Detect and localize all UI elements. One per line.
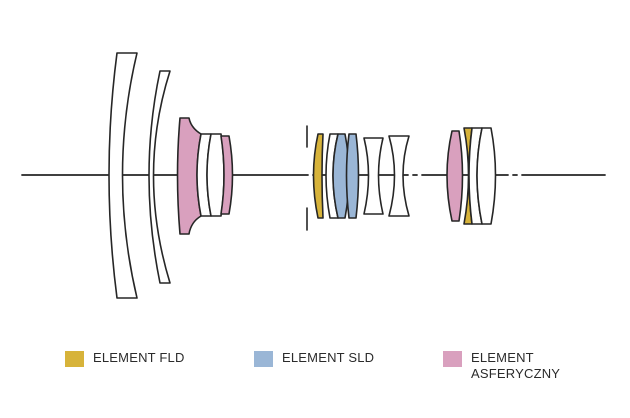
lens-element-12 <box>388 135 410 217</box>
legend-swatch-sld <box>254 351 273 367</box>
lens-element-2 <box>148 70 171 284</box>
legend-item-sld: ELEMENT SLD <box>254 350 374 367</box>
lens-element-11 <box>363 137 384 215</box>
lens-element-5 <box>206 133 225 217</box>
lens-element-6-aspherical <box>220 135 234 215</box>
lens-construction-diagram <box>21 52 606 299</box>
legend-item-fld: ELEMENT FLD <box>65 350 185 367</box>
legend-swatch-fld <box>65 351 84 367</box>
lens-element-10-sld <box>345 133 360 219</box>
legend-swatch-aspherical <box>443 351 462 367</box>
legend-label-sld: ELEMENT SLD <box>282 350 375 365</box>
lens-element-1 <box>108 52 138 299</box>
lens-element-7-fld <box>312 133 324 219</box>
lens-element-13-aspherical <box>446 130 464 222</box>
legend-item-aspherical: ELEMENT ASFERYCZNY <box>443 350 576 382</box>
legend-label-aspherical: ELEMENT ASFERYCZNY <box>471 350 561 381</box>
lens-element-16 <box>476 127 497 225</box>
legend-label-fld: ELEMENT FLD <box>93 350 185 365</box>
